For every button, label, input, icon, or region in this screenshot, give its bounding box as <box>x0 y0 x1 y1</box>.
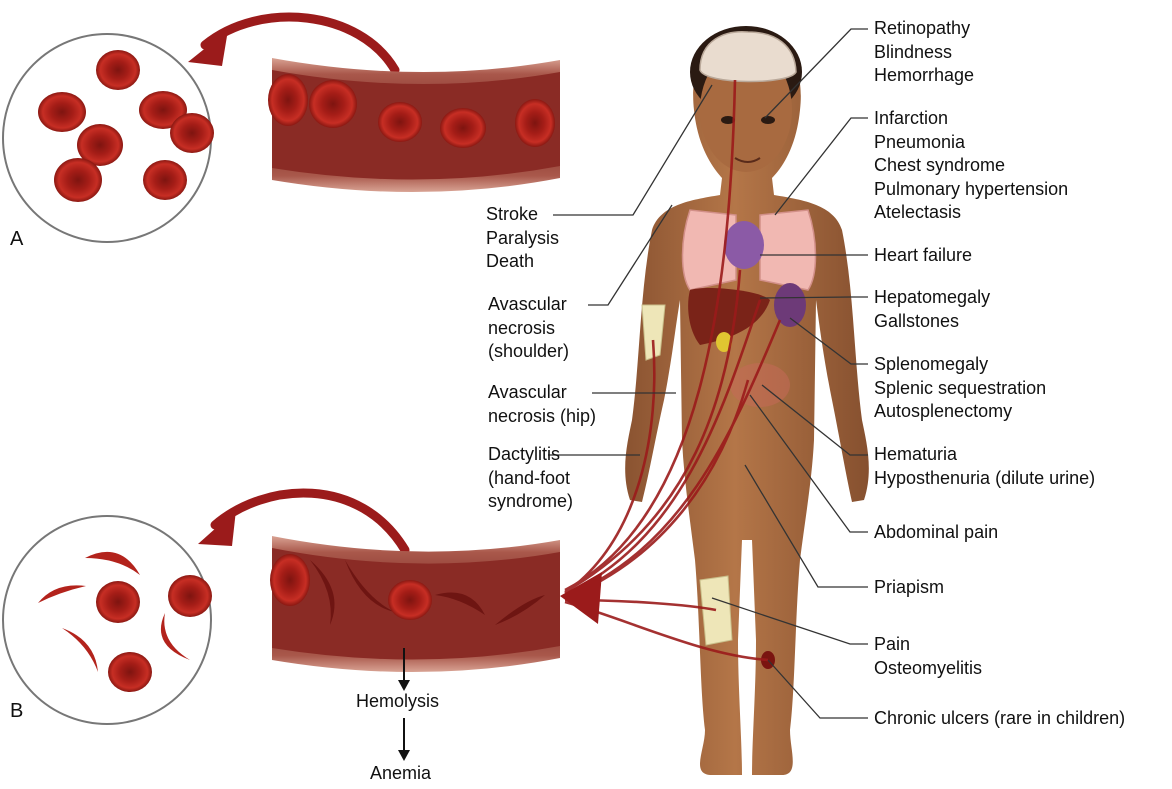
magnify-arrow-b <box>215 493 405 550</box>
label-abdominal-pain: Abdominal pain <box>874 521 998 545</box>
knee-bone <box>700 576 732 645</box>
normal-rbc <box>96 50 140 90</box>
label-hepatomegaly: Hepatomegaly Gallstones <box>874 286 990 333</box>
magnify-arrowhead-a <box>188 30 228 66</box>
normal-rbc <box>143 160 187 200</box>
normal-rbc <box>168 575 212 617</box>
vessel-rbc <box>270 554 310 606</box>
label-priapism: Priapism <box>874 576 944 600</box>
vessel-rbc <box>309 80 357 128</box>
normal-rbc <box>108 652 152 692</box>
panel-label-a: A <box>10 228 23 252</box>
normal-rbc <box>170 113 214 153</box>
magnify-arrow-a <box>205 17 395 70</box>
panel-label-b: B <box>10 700 23 724</box>
vessel-sickle <box>270 536 560 672</box>
label-retinopathy: Retinopathy Blindness Hemorrhage <box>874 17 974 88</box>
label-hematuria: Hematuria Hyposthenuria (dilute urine) <box>874 443 1095 490</box>
label-pain: Pain Osteomyelitis <box>874 633 982 680</box>
normal-rbc <box>54 158 102 202</box>
panel-b-illustration <box>3 493 560 761</box>
heart <box>724 221 764 269</box>
label-avn-shoulder: Avascular necrosis (shoulder) <box>488 293 569 364</box>
label-anemia: Anemia <box>370 762 431 786</box>
label-stroke: Stroke Paralysis Death <box>486 203 559 274</box>
child-figure <box>625 26 869 775</box>
label-dactylitis: Dactylitis (hand-foot syndrome) <box>488 443 573 514</box>
magnify-arrowhead-b <box>198 510 236 546</box>
label-splenomegaly: Splenomegaly Splenic sequestration Autos… <box>874 353 1046 424</box>
normal-rbc <box>38 92 86 132</box>
label-avn-hip: Avascular necrosis (hip) <box>488 381 596 428</box>
label-heart-failure: Heart failure <box>874 244 972 268</box>
vessel-rbc <box>440 108 486 148</box>
leader-stroke <box>553 85 712 215</box>
label-chronic-ulcers: Chronic ulcers (rare in children) <box>874 707 1125 731</box>
vessel-rbc <box>378 102 422 142</box>
vessel-rbc <box>388 580 432 620</box>
vessel-rbc <box>515 99 555 147</box>
label-infarction: Infarction Pneumonia Chest syndrome Pulm… <box>874 107 1068 225</box>
label-hemolysis: Hemolysis <box>356 690 439 714</box>
normal-rbc <box>96 581 140 623</box>
vessel-rbc <box>268 74 308 126</box>
vessel-normal <box>268 58 560 192</box>
panel-a-illustration <box>3 17 560 242</box>
